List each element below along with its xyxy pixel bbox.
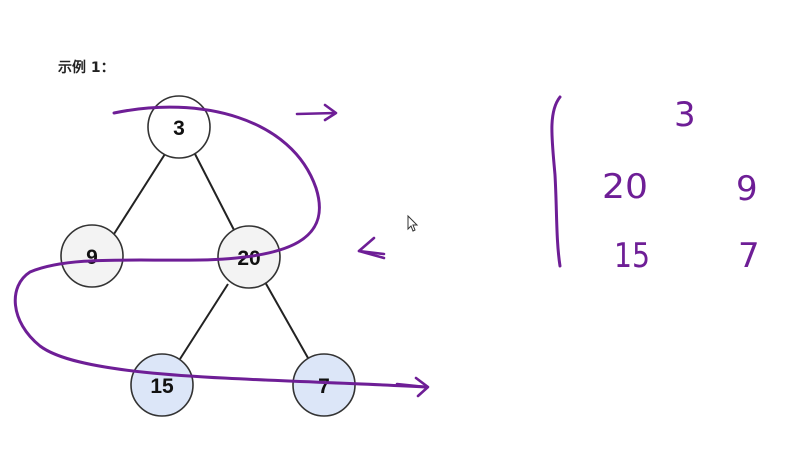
node-label: 15 <box>150 375 174 398</box>
zigzag-traversal-curve <box>13 105 428 389</box>
node-circle <box>130 353 194 417</box>
handwritten-row2-b: 9 <box>736 169 758 209</box>
handwritten-row3-a: 15 <box>614 236 650 276</box>
mouse-cursor-icon <box>407 214 419 232</box>
arrow-right-icon <box>295 103 338 122</box>
node-circle <box>147 95 211 159</box>
arrow-left-icon <box>357 236 386 260</box>
arrow-end-icon <box>395 376 430 398</box>
node-label: 3 <box>173 117 185 140</box>
tree-node-15: 15 <box>130 353 194 417</box>
tree-edges <box>113 153 309 360</box>
edge-3-20 <box>194 153 235 231</box>
example-heading: 示例 1： <box>58 60 115 76</box>
handwritten-row3-b: 7 <box>738 236 760 276</box>
node-label: 7 <box>318 375 330 398</box>
node-label: 9 <box>86 246 98 269</box>
tree-node-7: 7 <box>292 353 356 417</box>
handwritten-row1-a: 3 <box>674 95 696 135</box>
tree-node-3: 3 <box>147 95 211 159</box>
handwritten-row2-a: 20 <box>602 167 648 207</box>
edge-3-9 <box>113 153 166 235</box>
edge-20-7 <box>264 281 309 359</box>
node-circle <box>60 224 124 288</box>
edge-20-15 <box>179 283 229 360</box>
node-label: 20 <box>237 247 260 270</box>
bracket-line <box>550 95 562 268</box>
tree-node-9: 9 <box>60 224 124 288</box>
